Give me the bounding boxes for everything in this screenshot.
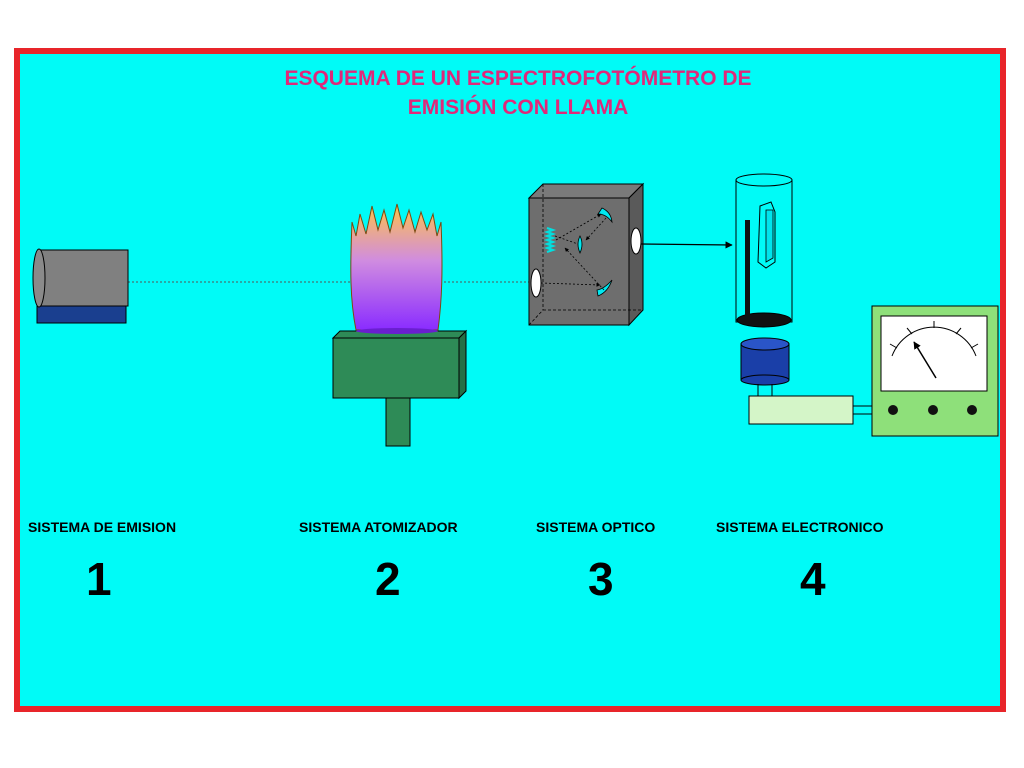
system-label-emission: SISTEMA DE EMISION bbox=[28, 519, 177, 535]
detector-base bbox=[740, 337, 790, 396]
flame bbox=[350, 203, 443, 334]
burner bbox=[331, 329, 468, 447]
diagram-frame bbox=[14, 48, 1006, 712]
title-line-2: EMISIÓN CON LLAMA bbox=[407, 96, 629, 119]
detector-tube bbox=[735, 173, 793, 328]
readout-meter bbox=[871, 305, 999, 437]
system-label-electronic: SISTEMA ELECTRONICO bbox=[716, 519, 884, 535]
diffraction-grating bbox=[543, 227, 557, 253]
system-label-optical: SISTEMA OPTICO bbox=[536, 519, 656, 535]
emission-lamp bbox=[32, 248, 129, 324]
page-title: ESQUEMA DE UN ESPECTROFOTÓMETRO DE EMISI… bbox=[14, 64, 1022, 122]
amplifier bbox=[748, 395, 872, 425]
system-label-atomizer: SISTEMA ATOMIZADOR bbox=[299, 519, 458, 535]
system-number-3: 3 bbox=[588, 553, 614, 605]
system-number-1: 1 bbox=[86, 553, 112, 605]
system-number-4: 4 bbox=[800, 553, 826, 605]
monochromator bbox=[527, 182, 733, 327]
system-number-2: 2 bbox=[375, 553, 401, 605]
title-line-1: ESQUEMA DE UN ESPECTROFOTÓMETRO DE bbox=[284, 67, 752, 90]
